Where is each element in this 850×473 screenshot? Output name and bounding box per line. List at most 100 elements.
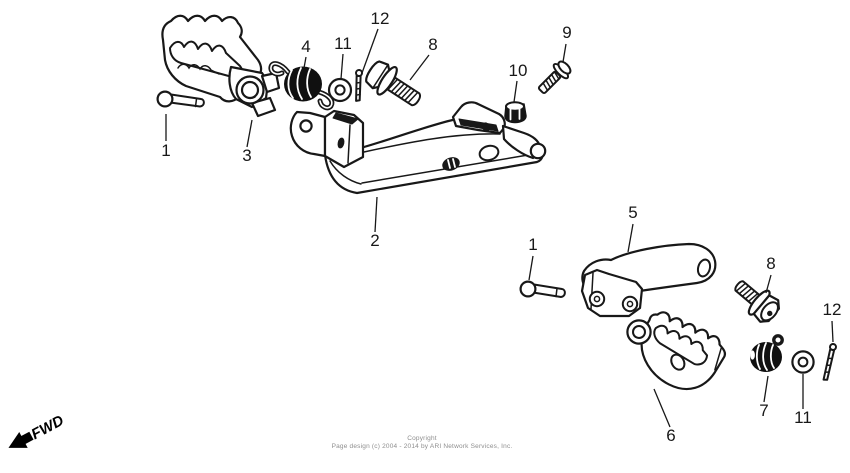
callout-7-14: 7 xyxy=(759,401,768,420)
bracket-boss-slot xyxy=(337,137,345,149)
footpeg-left-tread-wave xyxy=(177,63,220,75)
pin-left-shaft xyxy=(169,93,205,108)
bracket-boss-edge xyxy=(347,124,351,164)
bracket-open-hole xyxy=(478,144,500,162)
callout-1-9: 1 xyxy=(528,235,537,254)
bolt9-shaft xyxy=(537,70,562,95)
callout-8-5: 8 xyxy=(428,35,437,54)
hex-bolt xyxy=(537,60,572,95)
bolt8R-threads xyxy=(735,282,759,303)
pin-right-head xyxy=(519,280,537,298)
callout-6-13: 6 xyxy=(666,426,675,445)
step-arm-right xyxy=(580,242,717,318)
callout-leader-3-1 xyxy=(246,119,253,148)
washer-right-inner xyxy=(797,356,809,368)
fwd-arrow-shaft xyxy=(19,431,34,445)
callout-leader-2-8 xyxy=(374,196,378,233)
footpeg-left-boss-shade xyxy=(243,94,256,100)
callout-leader-12-12 xyxy=(831,320,834,343)
callout-3-1: 3 xyxy=(242,146,251,165)
bolt8L-threads xyxy=(387,78,419,104)
nut-highlight xyxy=(509,107,521,121)
footpeg-right xyxy=(640,311,726,391)
bolt8L-shaft xyxy=(386,76,421,107)
callout-10-6: 10 xyxy=(509,61,528,80)
spring-left-coil xyxy=(284,66,322,102)
callout-leader-1-9 xyxy=(528,255,534,281)
pivot-pin-right xyxy=(519,280,566,298)
pin-right-tip-line xyxy=(555,287,558,298)
callout-leader-7-14 xyxy=(763,375,769,403)
callout-4-2: 4 xyxy=(301,37,310,56)
fwd-marker: FWD xyxy=(8,412,67,448)
callout-leader-5-10 xyxy=(627,223,634,253)
bracket-weld-line xyxy=(329,160,362,185)
callout-1-0: 1 xyxy=(161,141,170,160)
footpeg-right-tread-bar xyxy=(653,324,709,366)
footpeg-left xyxy=(161,14,281,118)
callout-leader-8-5 xyxy=(409,54,430,81)
callout-11-15: 11 xyxy=(794,408,812,427)
arm-right-hole-b-inner xyxy=(626,300,634,308)
callout-12-12: 12 xyxy=(823,300,842,319)
pivot-pin-left xyxy=(156,90,205,108)
return-spring-right xyxy=(750,334,784,372)
cotter-left-ticks xyxy=(356,81,362,96)
footer-copyright-line2: Page design (c) 2004 - 2014 by ARI Netwo… xyxy=(332,443,513,450)
cotter-pin-right xyxy=(822,343,837,381)
footpeg-right-end-line xyxy=(714,347,722,371)
bolt8L-head-edge xyxy=(372,63,389,89)
spring-left-coil-highlights xyxy=(287,67,312,100)
flange-bolt-left xyxy=(365,60,421,107)
return-spring-left xyxy=(268,61,335,111)
bracket-arm-face-line-upper xyxy=(363,133,501,153)
bracket-mount-hole xyxy=(299,119,313,133)
arm-right-hole-a-inner xyxy=(593,295,601,303)
fwd-arrow-icon xyxy=(8,431,28,448)
flange-bolt-right xyxy=(734,280,781,323)
callout-leader-4-2 xyxy=(303,56,307,69)
cotter-right-ticks xyxy=(825,357,833,373)
spring-right-hook-ring xyxy=(772,334,784,346)
footer-copyright-line1: Copyright xyxy=(407,435,437,442)
footpeg-right-hole xyxy=(670,353,686,371)
callout-leader-8-11 xyxy=(765,274,772,294)
callout-leader-10-6 xyxy=(513,80,518,103)
bracket-end-knob xyxy=(529,142,547,160)
callout-8-11: 8 xyxy=(766,254,775,273)
callout-2-8: 2 xyxy=(370,231,379,250)
footpeg-left-bottom-tab xyxy=(250,96,277,118)
nut-top-face xyxy=(505,101,525,112)
callout-leader-12-4 xyxy=(361,28,379,74)
fwd-label: FWD xyxy=(29,412,67,443)
washer-right xyxy=(791,350,815,374)
cotter-pin-left xyxy=(355,69,363,102)
callout-leader-9-7 xyxy=(562,43,567,63)
bracket-boss-shadow xyxy=(332,112,359,125)
bracket-mount-plate xyxy=(289,110,327,158)
washer-left xyxy=(327,77,353,103)
spring-left-hook-b-inner xyxy=(318,91,333,109)
bolt9-threads xyxy=(542,71,560,91)
step-bar-bracket xyxy=(289,101,547,195)
lock-nut xyxy=(504,101,527,124)
callout-9-7: 9 xyxy=(562,23,571,42)
spring-right-notch xyxy=(750,350,755,360)
bolt8R-head-dot xyxy=(767,310,773,317)
arm-right-end-hole xyxy=(696,258,712,278)
spring-left-hook-a-inner xyxy=(270,62,289,75)
bracket-rear-lug-hole xyxy=(482,122,490,132)
washer-left-inner xyxy=(334,84,346,96)
footpeg-right-pivot-ring-inner xyxy=(632,325,646,339)
callout-11-3: 11 xyxy=(334,34,352,53)
bracket-dark-hole-highlight xyxy=(447,158,456,169)
spring-right-coil-highlights xyxy=(755,342,775,371)
callout-leader-6-13 xyxy=(653,388,671,428)
arm-right-hole-a xyxy=(588,290,606,308)
bolt9-head xyxy=(557,60,572,75)
pin-left-head xyxy=(156,90,174,108)
arm-right-hole-b xyxy=(621,295,639,313)
